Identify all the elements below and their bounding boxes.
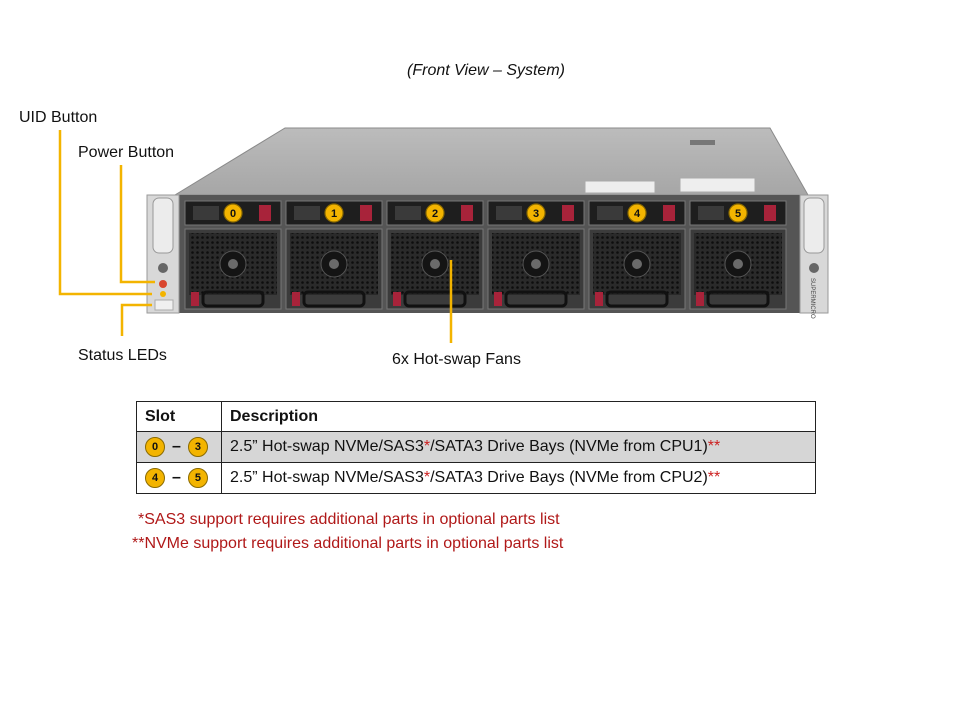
tray-latch [698, 206, 724, 220]
power-button-label: Power Button [78, 144, 175, 161]
description-header: Description [221, 401, 816, 432]
uid-button [159, 280, 167, 288]
label-sticker [584, 180, 656, 194]
status-callout-line [120, 303, 152, 336]
drive-fan-bay: 5 [689, 200, 787, 310]
nvme-footnote: **NVMe support requires additional parts… [132, 535, 564, 552]
bay-number: 5 [735, 208, 741, 220]
fan-handle [504, 290, 568, 308]
release-tab [562, 205, 574, 221]
bay-number: 4 [634, 208, 641, 220]
bay-number-badge [425, 203, 445, 223]
slot-badge: 0 [145, 437, 165, 457]
release-tab [764, 205, 776, 221]
release-tab [663, 205, 675, 221]
tray-latch [597, 206, 623, 220]
brand-logo: SUPERMICRO [809, 278, 815, 319]
description-text: /SATA3 Drive Bays (NVMe from CPU1) [430, 438, 708, 455]
power-callout-line [119, 165, 155, 284]
slot-badge: 3 [187, 437, 208, 457]
slot-table: Slot Description 0–3 2.5” Hot-swap NVMe/… [136, 401, 816, 494]
fan-center [430, 259, 440, 269]
uid-callout-line [58, 130, 152, 296]
slot-range: 4–5 [136, 462, 222, 494]
drive-fan-bay: 3 [487, 200, 585, 310]
footnote-mark: ** [707, 438, 721, 455]
bay-number: 3 [533, 208, 539, 220]
tray-latch [496, 206, 522, 220]
table-header-row: Slot Description [136, 401, 816, 432]
bay-number-badge [627, 203, 647, 223]
bay-number-badge [526, 203, 546, 223]
bay-number: 1 [331, 208, 337, 220]
fan-release-tab [292, 292, 300, 306]
fan-release-tab [696, 292, 704, 306]
fan-center [632, 259, 642, 269]
fan-handle [706, 290, 770, 308]
right-screw [809, 263, 819, 273]
status-leds-label: Status LEDs [78, 347, 167, 364]
release-tab [461, 205, 473, 221]
table-row: 0–3 2.5” Hot-swap NVMe/SAS3*/SATA3 Drive… [136, 431, 816, 463]
fan-handle [201, 290, 265, 308]
description-text: /SATA3 Drive Bays (NVMe from CPU2) [430, 469, 708, 486]
tray-latch [294, 206, 320, 220]
drive-fan-bay: 1 [285, 200, 383, 310]
slot-badge: 4 [145, 468, 165, 488]
fan-handle [403, 290, 467, 308]
footnote-mark: * [423, 469, 431, 486]
slot-description: 2.5” Hot-swap NVMe/SAS3*/SATA3 Drive Bay… [221, 431, 816, 463]
label-sticker [679, 177, 756, 193]
release-tab [259, 205, 271, 221]
fan-center [531, 259, 541, 269]
description-text: 2.5” Hot-swap NVMe/SAS3 [230, 469, 424, 486]
drive-fan-bay: 2 [386, 200, 484, 310]
fan-release-tab [595, 292, 603, 306]
tray-latch [395, 206, 421, 220]
footnote-mark: ** [707, 469, 721, 486]
uid-button-label: UID Button [19, 109, 98, 126]
bay-number-badge [223, 203, 243, 223]
right-handle [803, 197, 825, 254]
fan-release-tab [393, 292, 401, 306]
bay-number-badge [324, 203, 344, 223]
range-dash: – [172, 469, 181, 486]
fan-release-tab [191, 292, 199, 306]
drive-fan-bay: 4 [588, 200, 686, 310]
left-screw [158, 263, 168, 273]
callout-lines [58, 130, 453, 343]
top-vent [690, 140, 715, 145]
fan-handle [605, 290, 669, 308]
fan-release-tab [494, 292, 502, 306]
drive-fan-bay: 0 [184, 200, 282, 310]
hot-swap-fans-label: 6x Hot-swap Fans [392, 351, 521, 368]
status-leds [154, 299, 174, 311]
bay-number-badge [728, 203, 748, 223]
range-dash: – [172, 438, 181, 455]
slot-badge: 5 [187, 468, 208, 488]
bay-number: 2 [432, 208, 438, 220]
diagram-title: (Front View – System) [407, 62, 565, 79]
left-handle [152, 197, 174, 254]
release-tab [360, 205, 372, 221]
power-button [160, 291, 166, 297]
footnote-mark: * [423, 438, 431, 455]
fan-center [228, 259, 238, 269]
description-text: 2.5” Hot-swap NVMe/SAS3 [230, 438, 424, 455]
slot-header: Slot [136, 401, 222, 432]
tray-latch [193, 206, 219, 220]
fan-center [329, 259, 339, 269]
bay-number: 0 [230, 208, 236, 220]
table-row: 4–5 2.5” Hot-swap NVMe/SAS3*/SATA3 Drive… [136, 462, 816, 494]
fan-center [733, 259, 743, 269]
fan-handle [302, 290, 366, 308]
sas3-footnote: *SAS3 support requires additional parts … [138, 511, 560, 528]
slot-description: 2.5” Hot-swap NVMe/SAS3*/SATA3 Drive Bay… [221, 462, 816, 494]
slot-range: 0–3 [136, 431, 222, 463]
